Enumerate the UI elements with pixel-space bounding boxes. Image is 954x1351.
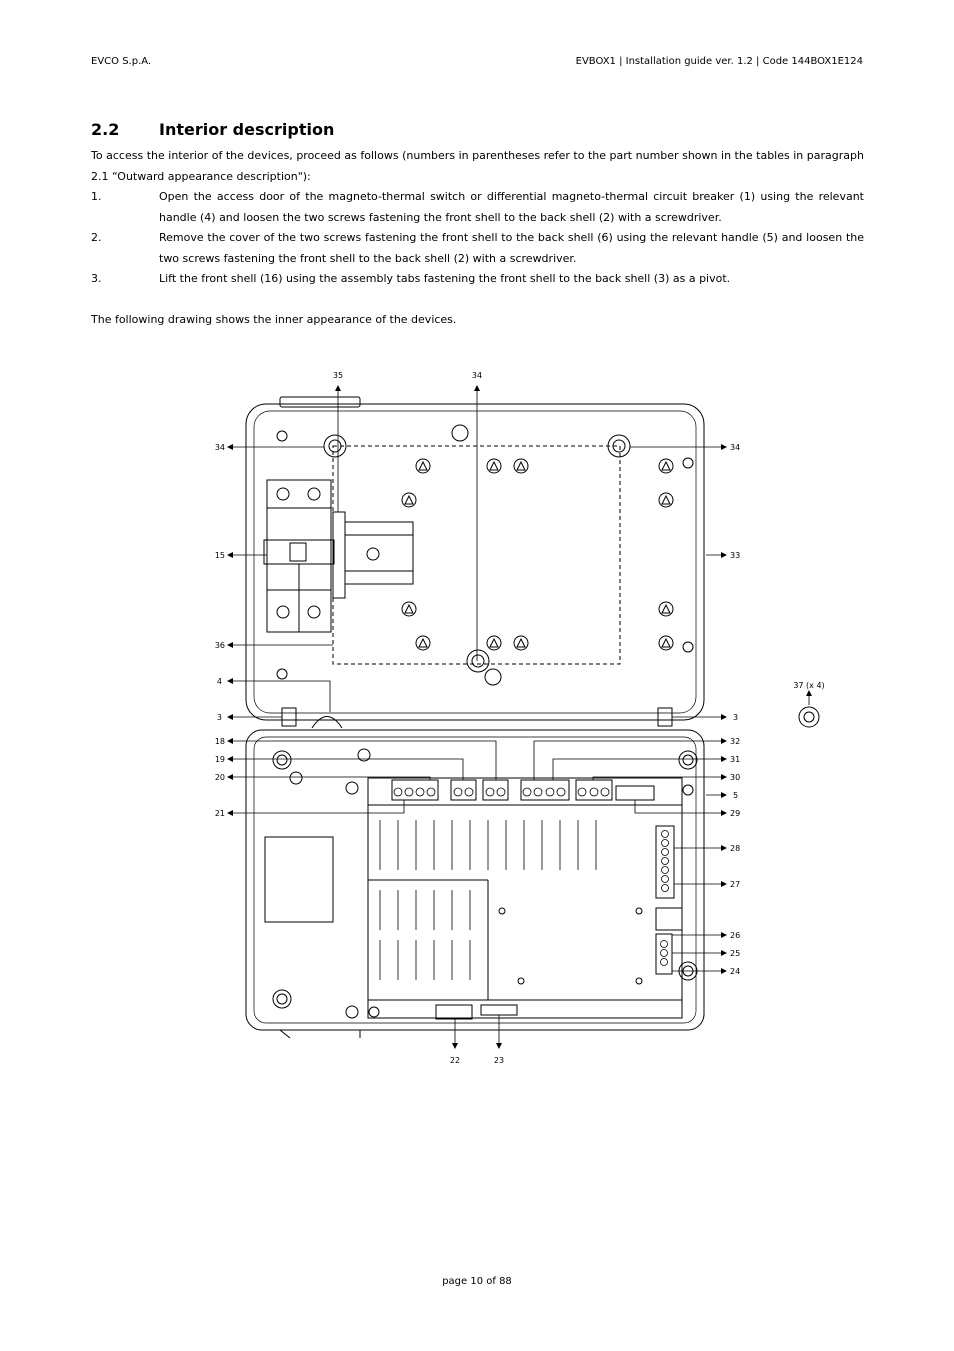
- callout-3-right: 3: [733, 713, 738, 722]
- callout-29: 29: [730, 809, 740, 818]
- callout-25: 25: [730, 949, 740, 958]
- callout-34-left: 34: [215, 443, 225, 452]
- step-text: Lift the front shell (16) using the asse…: [159, 272, 731, 285]
- callout-15: 15: [215, 551, 225, 560]
- callout-23: 23: [494, 1056, 504, 1065]
- step-item: 2. Remove the cover of the two screws fa…: [91, 228, 864, 269]
- callout-18: 18: [215, 737, 225, 746]
- label-area: [264, 836, 334, 923]
- callout-35: 35: [333, 371, 343, 380]
- step-item: 1. Open the access door of the magneto-t…: [91, 187, 864, 228]
- callout-28: 28: [730, 844, 740, 853]
- callout-19: 19: [215, 755, 225, 764]
- back-shell-outline: [245, 729, 705, 1031]
- hinge-right: [657, 707, 673, 727]
- step-number: 2.: [91, 231, 102, 244]
- callout-3-left: 3: [217, 713, 222, 722]
- top-tab: [279, 396, 361, 408]
- callout-34-top: 34: [472, 371, 482, 380]
- step-text: Open the access door of the magneto-ther…: [159, 190, 864, 224]
- device-line-art: [245, 396, 820, 1039]
- drawing-intro: The following drawing shows the inner ap…: [91, 313, 457, 326]
- step-number: 3.: [91, 272, 102, 285]
- callout-24: 24: [730, 967, 740, 976]
- front-shell-outline: [245, 403, 705, 721]
- header-company: EVCO S.p.A.: [91, 56, 152, 67]
- hinge-left: [281, 707, 297, 727]
- callout-37: 37 (x 4): [793, 681, 824, 690]
- section-title: Interior description: [159, 120, 335, 139]
- callout-labels: 35 34 34 34 15 33 36 4 37 (x 4) 3 3 18 1…: [215, 371, 825, 1065]
- mount-keys: [401, 458, 674, 651]
- section-heading: 2.2 Interior description: [91, 120, 334, 139]
- callout-22: 22: [450, 1056, 460, 1065]
- step-text: Remove the cover of the two screws faste…: [159, 231, 864, 265]
- callout-31: 31: [730, 755, 740, 764]
- callout-30: 30: [730, 773, 740, 782]
- control-board: [367, 777, 683, 1019]
- leader-lines: [227, 385, 812, 1049]
- intro-paragraph: To access the interior of the devices, p…: [91, 149, 864, 183]
- callout-34-right: 34: [730, 443, 740, 452]
- callout-4: 4: [217, 677, 222, 686]
- callout-20: 20: [215, 773, 225, 782]
- callout-32: 32: [730, 737, 740, 746]
- callout-36: 36: [215, 641, 225, 650]
- page-number: page 10 of 88: [442, 1276, 512, 1287]
- step-item: 3. Lift the front shell (16) using the a…: [91, 269, 864, 290]
- step-number: 1.: [91, 190, 102, 203]
- callout-27: 27: [730, 880, 740, 889]
- header-document-info: EVBOX1 | Installation guide ver. 1.2 | C…: [575, 56, 863, 67]
- din-plate: [332, 445, 621, 665]
- circuit-breaker: [263, 479, 414, 633]
- callout-5: 5: [733, 791, 738, 800]
- callout-33: 33: [730, 551, 740, 560]
- callout-26: 26: [730, 931, 740, 940]
- callout-21: 21: [215, 809, 225, 818]
- section-number: 2.2: [91, 120, 120, 139]
- heatsink: [379, 820, 597, 980]
